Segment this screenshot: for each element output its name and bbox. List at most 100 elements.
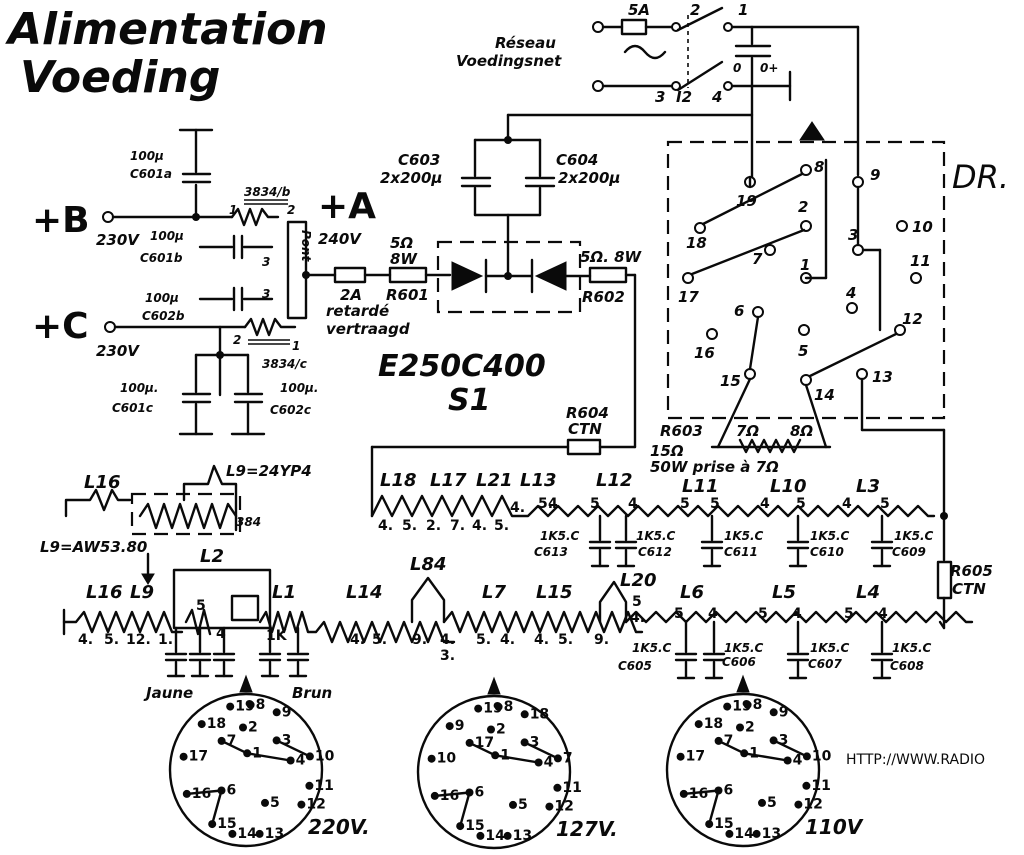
dial-contact	[228, 829, 237, 838]
c608-label: C608	[890, 659, 924, 673]
term-1: 1	[738, 1, 748, 19]
arrow-down-icon	[141, 573, 155, 585]
diode-left	[451, 261, 484, 291]
dial-pin-label: 14	[734, 826, 754, 842]
lower-pin: 3.	[440, 648, 455, 664]
tube-l11: L11	[682, 476, 719, 497]
dial-contact	[239, 723, 247, 732]
c602c-value: 100µ.	[280, 381, 318, 395]
upper-pin: 4.	[510, 500, 525, 516]
tube-l9: L9	[130, 582, 154, 603]
lower-pin: 5.	[476, 632, 491, 648]
lower-pin: 4.	[534, 632, 549, 648]
dr-pin-12: 12	[902, 310, 923, 328]
upper-pin: 2.	[426, 518, 441, 534]
dr-pin-18: 18	[686, 234, 707, 252]
dial-voltage-label: 110V	[805, 815, 864, 839]
fuse-desc-1: retardé	[326, 302, 389, 320]
upper-pin: 4.	[378, 518, 393, 534]
dial-pin-label: 4	[296, 753, 306, 769]
cap-value: 1K5.C	[636, 529, 676, 543]
r602-value: 5Ω. 8W	[580, 248, 643, 266]
dial-pin-label: 12	[803, 797, 822, 813]
lower-pin: 4.	[630, 610, 645, 626]
cap-plus: 0+	[760, 61, 778, 75]
lower-pin: 4	[216, 626, 226, 642]
fuse-2a	[333, 266, 367, 284]
tube-l18: L18	[380, 470, 417, 491]
dial-pin-label: 7	[227, 733, 237, 749]
lower-pin: 4	[792, 606, 802, 622]
upper-pin: 4	[548, 496, 558, 512]
upper-pin: 4	[760, 496, 770, 512]
cap-value: 1K5.C	[632, 641, 672, 655]
upper-filament-chain: R604 CTN L18 L17 L21 L13 L12 L11 L10 L3 …	[370, 404, 948, 534]
choke-pin-2b: 2	[233, 333, 241, 347]
selector-dial	[416, 694, 572, 850]
fuse-label: 5A	[628, 1, 650, 19]
dial-pin-label: 9	[455, 718, 465, 734]
dial-contact	[802, 781, 811, 790]
lower-pin: 9.	[594, 632, 609, 648]
lower-pin: 4.	[78, 632, 93, 648]
dial-link	[275, 739, 312, 758]
term-4: 4	[711, 88, 722, 106]
lower-pin: 4.	[440, 632, 455, 648]
dr-pin-6: 6	[734, 302, 744, 320]
lower-pin: 4	[708, 606, 718, 622]
choke-pin-1b: 1	[292, 339, 300, 353]
r603-value: 15Ω	[650, 442, 684, 460]
dr-pin-15: 15	[720, 372, 741, 390]
c601b-label: C601b	[140, 251, 183, 265]
diode-right	[534, 261, 567, 291]
dial-contact	[794, 800, 803, 809]
dial-link	[459, 791, 471, 828]
dial-pin-label: 2	[496, 722, 506, 738]
choke-b	[230, 207, 280, 227]
dial-pin-label: 3	[779, 732, 789, 748]
c601c-label: C601c	[112, 401, 153, 415]
tube-l84: L84	[410, 554, 447, 575]
title-line-1: Alimentation	[5, 4, 328, 55]
r601-watt: 8W	[390, 250, 418, 268]
dial-pin-label: 10	[812, 748, 832, 764]
dr-pin-11: 11	[910, 252, 931, 270]
dial-link	[468, 741, 497, 757]
c607-label: C607	[808, 657, 843, 671]
c604-label: C604	[556, 151, 598, 169]
dr-pin-7: 7	[752, 250, 763, 268]
mains-fuse	[620, 18, 648, 36]
r603-tap-b: 8Ω	[790, 422, 813, 440]
dial-pin-label: 16	[192, 786, 211, 802]
choke-c-label: 3834/c	[262, 357, 307, 371]
upper-pin: 7.	[450, 518, 465, 534]
tube-l7: L7	[482, 582, 506, 603]
rail-b-voltage: 230V	[96, 231, 140, 249]
tube-l6: L6	[680, 582, 704, 603]
lower-pin: 1.	[158, 632, 173, 648]
c601a-label: C601a	[130, 167, 172, 181]
bridge-box	[286, 220, 308, 320]
lower-pin: 5	[758, 606, 768, 622]
r603-resistor	[738, 438, 802, 454]
dial-pin-label: 11	[314, 778, 333, 794]
c602c-label: C602c	[270, 403, 311, 417]
voltage-selector-dr: DR. 19 18 17 8 2 7 1 9 3 10 11 4 6 5 16 …	[650, 121, 1009, 630]
fuse-2a-label: 2A	[340, 286, 362, 304]
choke-b-label: 3834/b	[244, 185, 291, 199]
dial-link	[185, 789, 223, 796]
c611-label: C611	[724, 545, 758, 559]
r602-label: R602	[582, 288, 625, 306]
dr-pin-5: 5	[798, 342, 808, 360]
c613-label: C613	[534, 545, 568, 559]
lower-pin: 4	[878, 606, 888, 622]
cap-value: 1K5.C	[724, 529, 764, 543]
dial-contact	[553, 783, 562, 792]
r603-watt: 50W prise à 7Ω	[650, 458, 779, 476]
dial-contact	[752, 829, 761, 838]
selector-arrow-icon	[799, 121, 825, 141]
dial-pin-label: 15	[714, 816, 733, 832]
dial-contact	[694, 720, 703, 729]
plug-icon	[623, 44, 667, 60]
